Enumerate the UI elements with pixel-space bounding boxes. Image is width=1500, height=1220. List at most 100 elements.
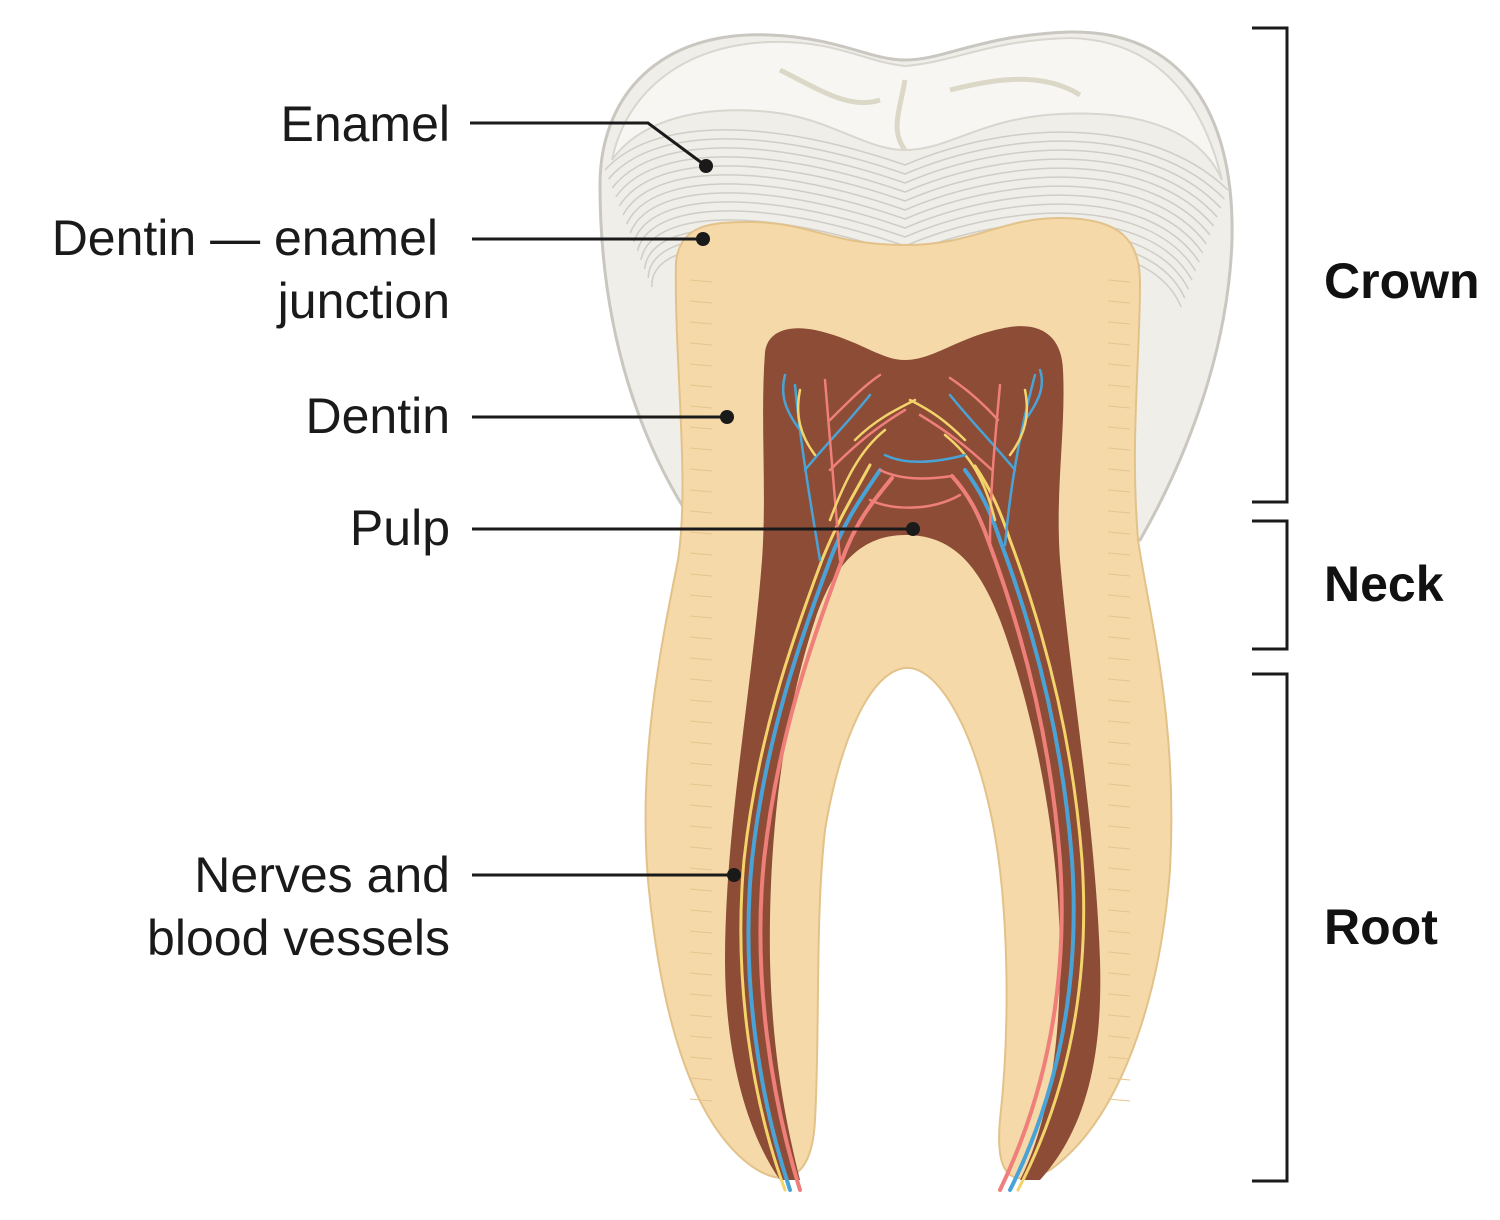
dentin-tubule	[1107, 1035, 1131, 1039]
dentin-tubule	[1107, 867, 1131, 871]
dentin-tubule	[689, 447, 713, 451]
dentin-tubule	[1107, 279, 1131, 283]
dentin-tubule	[1107, 930, 1131, 934]
dentin-tubule	[689, 762, 713, 766]
dentin-tubule	[689, 825, 713, 829]
label-nerves-line2: blood vessels	[147, 910, 450, 966]
enamel-growth-line	[633, 201, 1200, 263]
dentin-tubule	[1107, 489, 1131, 493]
vessel-blue-right	[963, 468, 1076, 1192]
dentin-tubule	[1107, 783, 1131, 787]
dentin-tubule	[1107, 1056, 1131, 1060]
dentin-tubule	[1107, 909, 1131, 913]
section-neck: Neck	[1324, 556, 1444, 612]
dentin-tubule	[689, 867, 713, 871]
dentin-tubule	[689, 384, 713, 388]
dentin-tubule	[1107, 552, 1131, 556]
occlusal-groove	[778, 67, 1082, 152]
dentin-tubule	[1107, 468, 1131, 472]
dentin-tubule	[1107, 426, 1131, 430]
enamel-growth-line	[622, 174, 1211, 236]
dentin-tubule	[689, 678, 713, 682]
label-nerves-line1: Nerves and	[194, 847, 450, 903]
dentin-tubule	[689, 1056, 713, 1060]
dentin-tubule	[1107, 1014, 1131, 1018]
root-bracket	[1252, 672, 1289, 1183]
dentin-tubule	[689, 426, 713, 430]
dentin-tubule	[1107, 804, 1131, 808]
dentin-tubule	[1107, 951, 1131, 955]
pulp-leader-dot	[906, 522, 920, 536]
vessel-red-left	[758, 476, 894, 1192]
dentin-tubule	[689, 804, 713, 808]
enamel-growth-line	[608, 138, 1225, 200]
dentin-tubule	[689, 363, 713, 367]
enamel-growth-line	[629, 192, 1204, 254]
crown-bracket	[1252, 26, 1289, 504]
enamel-leader-dot	[699, 159, 713, 173]
dentin-tubule	[1107, 615, 1131, 619]
dentin-tubule	[689, 741, 713, 745]
dentin-tubule	[1107, 720, 1131, 724]
dentin-tubule	[689, 510, 713, 514]
dentin-tubule	[689, 636, 713, 640]
enamel-growth-line	[615, 156, 1218, 218]
dentin-tubule	[689, 321, 713, 325]
dentin-tubule	[1107, 531, 1131, 535]
dentin-tubule	[689, 720, 713, 724]
dentin-tubule	[689, 489, 713, 493]
dentin-tubule	[689, 531, 713, 535]
dentin-tubule	[1107, 1098, 1131, 1102]
dentin-tubule	[1107, 888, 1131, 892]
vessel-red-right	[950, 474, 1064, 1192]
dentin-tubule	[689, 279, 713, 283]
dentin-tubule	[689, 783, 713, 787]
dentin-tubule	[1107, 699, 1131, 703]
dentin-tubule	[1107, 384, 1131, 388]
dentin-tubule	[1107, 447, 1131, 451]
dentin-tubule	[689, 342, 713, 346]
dentin-tubule	[1107, 762, 1131, 766]
dentin-tubule	[689, 573, 713, 577]
section-brackets: Crown Neck Root	[1252, 26, 1480, 1183]
nerve-yellow-left	[739, 463, 872, 1192]
label-pulp: Pulp	[350, 500, 450, 556]
dentin-tubule	[689, 972, 713, 976]
dentin-tubule	[689, 552, 713, 556]
dentin-tubule	[689, 1035, 713, 1039]
dentin-tubule	[689, 405, 713, 409]
dentin-leader-dot	[720, 410, 734, 424]
enamel-growth-line	[611, 147, 1222, 209]
enamel-growth-line	[625, 183, 1207, 245]
dentin-tubule	[689, 300, 713, 304]
dentin-tubule	[1107, 972, 1131, 976]
label-dej-line1: Dentin — enamel	[52, 210, 438, 266]
dentin-tubule-lines	[689, 279, 1131, 1102]
dentin-tubule	[689, 1077, 713, 1081]
label-dentin: Dentin	[305, 388, 450, 444]
dentin-tubule	[1107, 405, 1131, 409]
dentin-tubule	[1107, 825, 1131, 829]
dentin-tubule	[1107, 657, 1131, 661]
dej-leader-dot	[696, 232, 710, 246]
label-enamel: Enamel	[280, 96, 450, 152]
dentin-tubule	[1107, 741, 1131, 745]
dentin-tubule	[1107, 342, 1131, 346]
dentin-tubule	[1107, 594, 1131, 598]
dentin-tubule	[689, 888, 713, 892]
dentin-tubule	[689, 909, 713, 913]
dentin-tubule	[689, 1098, 713, 1102]
neck-bracket	[1252, 519, 1289, 651]
vessel-blue-left	[746, 468, 882, 1192]
dentin-tubule	[1107, 993, 1131, 997]
enamel-growth-line	[604, 129, 1229, 191]
enamel-growth-line	[618, 165, 1215, 227]
dentin-tubule	[689, 615, 713, 619]
pulp-capillaries	[781, 368, 1044, 562]
dentin-tubule	[1107, 363, 1131, 367]
dentin-tubule	[1107, 321, 1131, 325]
dentin-tubule	[689, 993, 713, 997]
dentin-tubule	[689, 657, 713, 661]
dentin-tubule	[689, 699, 713, 703]
